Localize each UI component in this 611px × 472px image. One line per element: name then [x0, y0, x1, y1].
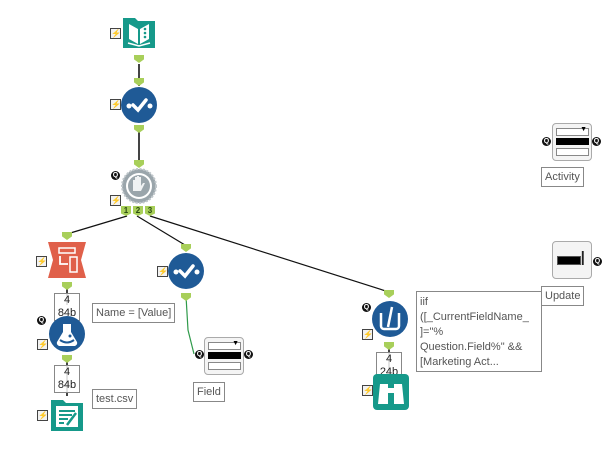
- output-file-label: test.csv: [92, 389, 138, 409]
- lightning-badge: ⚡: [362, 329, 373, 340]
- detour-output-1[interactable]: 1: [121, 206, 131, 216]
- output-anchor[interactable]: [134, 55, 144, 63]
- wire-detour1-to-rename: [66, 215, 128, 235]
- dropdown-interface-tool[interactable]: ▼: [552, 123, 592, 161]
- record-count: 4: [63, 366, 71, 378]
- filter-expression-label: iif ([_CurrentFieldName_ ]="% Question.F…: [416, 291, 542, 372]
- input-anchor[interactable]: [62, 232, 72, 240]
- input-anchor[interactable]: [134, 78, 144, 86]
- filter-line: [Marketing Act...: [420, 356, 499, 368]
- detour-output-3[interactable]: 3: [145, 206, 155, 216]
- record-count: 4: [63, 294, 71, 306]
- filter-line: Question.Field%" &&: [420, 341, 523, 353]
- dropdown-box: ▼: [556, 126, 589, 136]
- filter-line: iif: [420, 296, 428, 308]
- formula-tool[interactable]: [49, 316, 85, 352]
- selected-bar: [208, 352, 241, 359]
- dropdown-interface-tool[interactable]: ▼: [204, 337, 244, 375]
- empty-box: [208, 362, 241, 370]
- binoculars-icon: [373, 374, 409, 410]
- lightning-badge: ⚡: [157, 266, 168, 277]
- selected-bar: [556, 138, 589, 145]
- detour-output-2[interactable]: 2: [133, 206, 143, 216]
- empty-box: [556, 148, 589, 156]
- lightning-badge: ⚡: [37, 410, 48, 421]
- question-input-anchor[interactable]: Q: [542, 137, 551, 146]
- lightning-badge: ⚡: [37, 339, 48, 350]
- select-check-icon: [168, 253, 204, 289]
- dropdown-arrow-icon: ▼: [232, 340, 239, 347]
- record-size: 84b: [57, 379, 77, 391]
- activity-label: Activity: [541, 167, 584, 187]
- lightning-badge: ⚡: [362, 385, 373, 396]
- output-data-tool[interactable]: [49, 397, 85, 433]
- hand-gear-icon: [121, 168, 157, 204]
- record-counter: 4 84b: [54, 365, 80, 393]
- question-badge: Q: [37, 316, 46, 325]
- wire-select2-to-field: [185, 295, 195, 355]
- select-check-icon: [121, 87, 157, 123]
- output-anchor[interactable]: [62, 355, 72, 363]
- wire-detour2-to-select2: [136, 215, 186, 246]
- question-output-anchor[interactable]: Q: [244, 350, 253, 359]
- textbox-interface-tool[interactable]: I: [552, 241, 592, 279]
- question-input-anchor[interactable]: Q: [195, 350, 204, 359]
- record-count: 4: [385, 353, 393, 365]
- filter-line: ([_CurrentFieldName_: [420, 311, 529, 323]
- dropdown-arrow-icon: ▼: [580, 126, 587, 133]
- beaker-icon: [372, 301, 408, 337]
- select-tool[interactable]: [168, 253, 204, 289]
- input-anchor[interactable]: [384, 290, 394, 298]
- dynamic-rename-tool[interactable]: [48, 242, 86, 278]
- output-anchor[interactable]: [134, 125, 144, 133]
- output-anchor[interactable]: [181, 293, 191, 301]
- input-anchor[interactable]: [181, 244, 191, 252]
- select-annotation-label: Name = [Value]: [92, 303, 176, 323]
- output-anchor[interactable]: [384, 342, 394, 350]
- browse-tool[interactable]: [373, 374, 409, 410]
- select-tool[interactable]: [121, 87, 157, 123]
- dropdown-box: ▼: [208, 340, 241, 350]
- lightning-badge: ⚡: [36, 256, 47, 267]
- filter-line: ]="%: [420, 326, 444, 338]
- text-field-bar: [557, 256, 581, 265]
- table-arrow-icon: [48, 242, 86, 278]
- question-badge: Q: [111, 171, 120, 180]
- update-label: Update: [541, 286, 585, 306]
- flask-icon: [49, 316, 85, 352]
- input-anchor[interactable]: [134, 160, 144, 168]
- filter-tool[interactable]: [372, 301, 408, 337]
- lightning-badge: ⚡: [110, 195, 121, 206]
- field-label: Field: [193, 382, 225, 402]
- question-badge: Q: [362, 303, 371, 312]
- input-data-tool[interactable]: [121, 14, 157, 50]
- record-size: 84b: [57, 307, 77, 319]
- question-output-anchor[interactable]: Q: [593, 257, 602, 266]
- text-cursor-icon: I: [580, 248, 586, 270]
- question-output-anchor[interactable]: Q: [592, 137, 601, 146]
- output-anchor[interactable]: [62, 282, 72, 290]
- book-input-icon: [123, 18, 155, 48]
- lightning-badge: ⚡: [110, 99, 121, 110]
- lightning-badge: ⚡: [110, 28, 121, 39]
- detour-tool[interactable]: [121, 168, 157, 204]
- document-pen-icon: [51, 400, 83, 431]
